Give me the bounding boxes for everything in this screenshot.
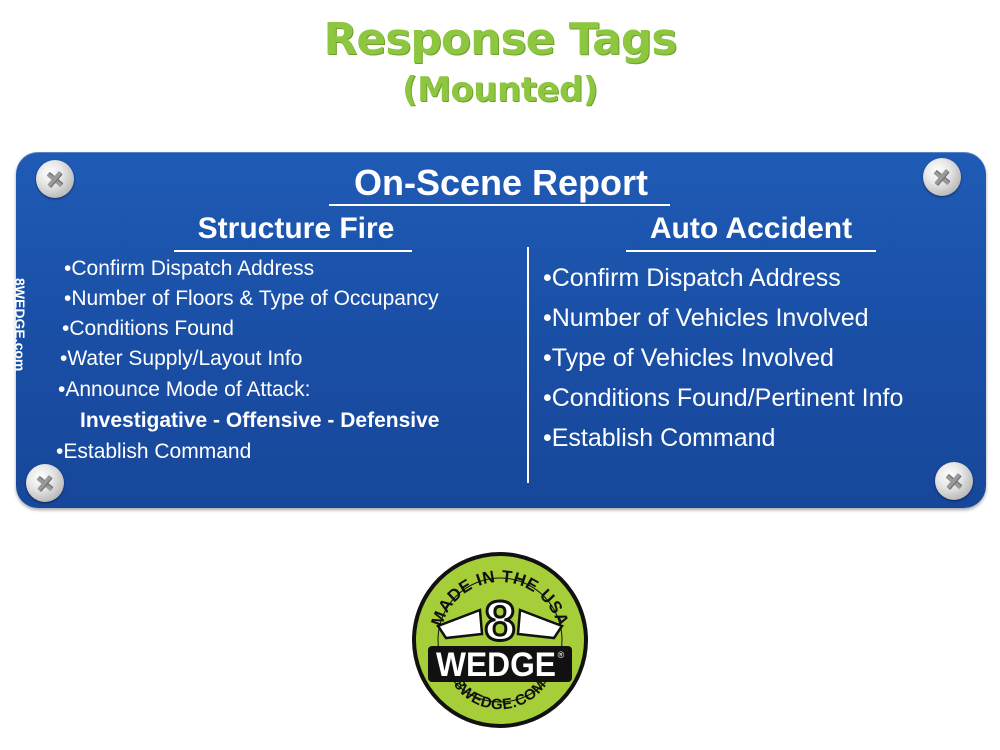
screw-icon bbox=[935, 462, 973, 500]
structure-fire-underline bbox=[174, 250, 412, 252]
right-wing-icon bbox=[516, 608, 564, 640]
report-title-underline bbox=[329, 204, 670, 206]
auto-accident-item: •Conditions Found/Pertinent Info bbox=[543, 384, 904, 412]
page-subtitle: (Mounted) bbox=[402, 70, 598, 110]
structure-fire-item: •Announce Mode of Attack: bbox=[58, 378, 311, 401]
screw-icon bbox=[923, 158, 961, 196]
structure-fire-item: •Water Supply/Layout Info bbox=[60, 347, 303, 370]
auto-accident-item: •Establish Command bbox=[543, 424, 776, 452]
auto-accident-heading: Auto Accident bbox=[649, 212, 853, 245]
attack-modes-text: Investigative - Offensive - Defensive bbox=[80, 409, 440, 432]
structure-fire-heading: Structure Fire bbox=[197, 212, 395, 245]
logo-brand: WEDGE bbox=[436, 646, 556, 684]
screw-icon bbox=[36, 160, 74, 198]
structure-fire-item: •Conditions Found bbox=[62, 317, 234, 340]
auto-accident-item: •Type of Vehicles Involved bbox=[543, 344, 834, 372]
auto-accident-underline bbox=[626, 250, 876, 252]
structure-fire-item: •Confirm Dispatch Address bbox=[64, 257, 315, 280]
registered-mark: ® bbox=[558, 650, 565, 660]
screw-icon bbox=[26, 464, 64, 502]
8wedge-logo: MADE IN THE USA 8 WEDGE ® 8WEDGE.COM bbox=[412, 552, 588, 728]
report-title: On-Scene Report bbox=[353, 162, 649, 203]
left-wing-icon bbox=[436, 608, 484, 640]
structure-fire-item: •Establish Command bbox=[56, 440, 252, 463]
side-url-text: 8WEDGE.com bbox=[12, 278, 28, 372]
auto-accident-item: •Confirm Dispatch Address bbox=[543, 264, 841, 292]
auto-accident-item: •Number of Vehicles Involved bbox=[543, 304, 869, 332]
response-tag-plate: On-Scene Report Structure Fire Auto Acci… bbox=[12, 152, 986, 508]
page-title: Response Tags bbox=[323, 14, 677, 65]
structure-fire-item: •Number of Floors & Type of Occupancy bbox=[64, 287, 439, 310]
logo-number: 8 bbox=[484, 589, 515, 652]
column-divider bbox=[527, 247, 529, 483]
